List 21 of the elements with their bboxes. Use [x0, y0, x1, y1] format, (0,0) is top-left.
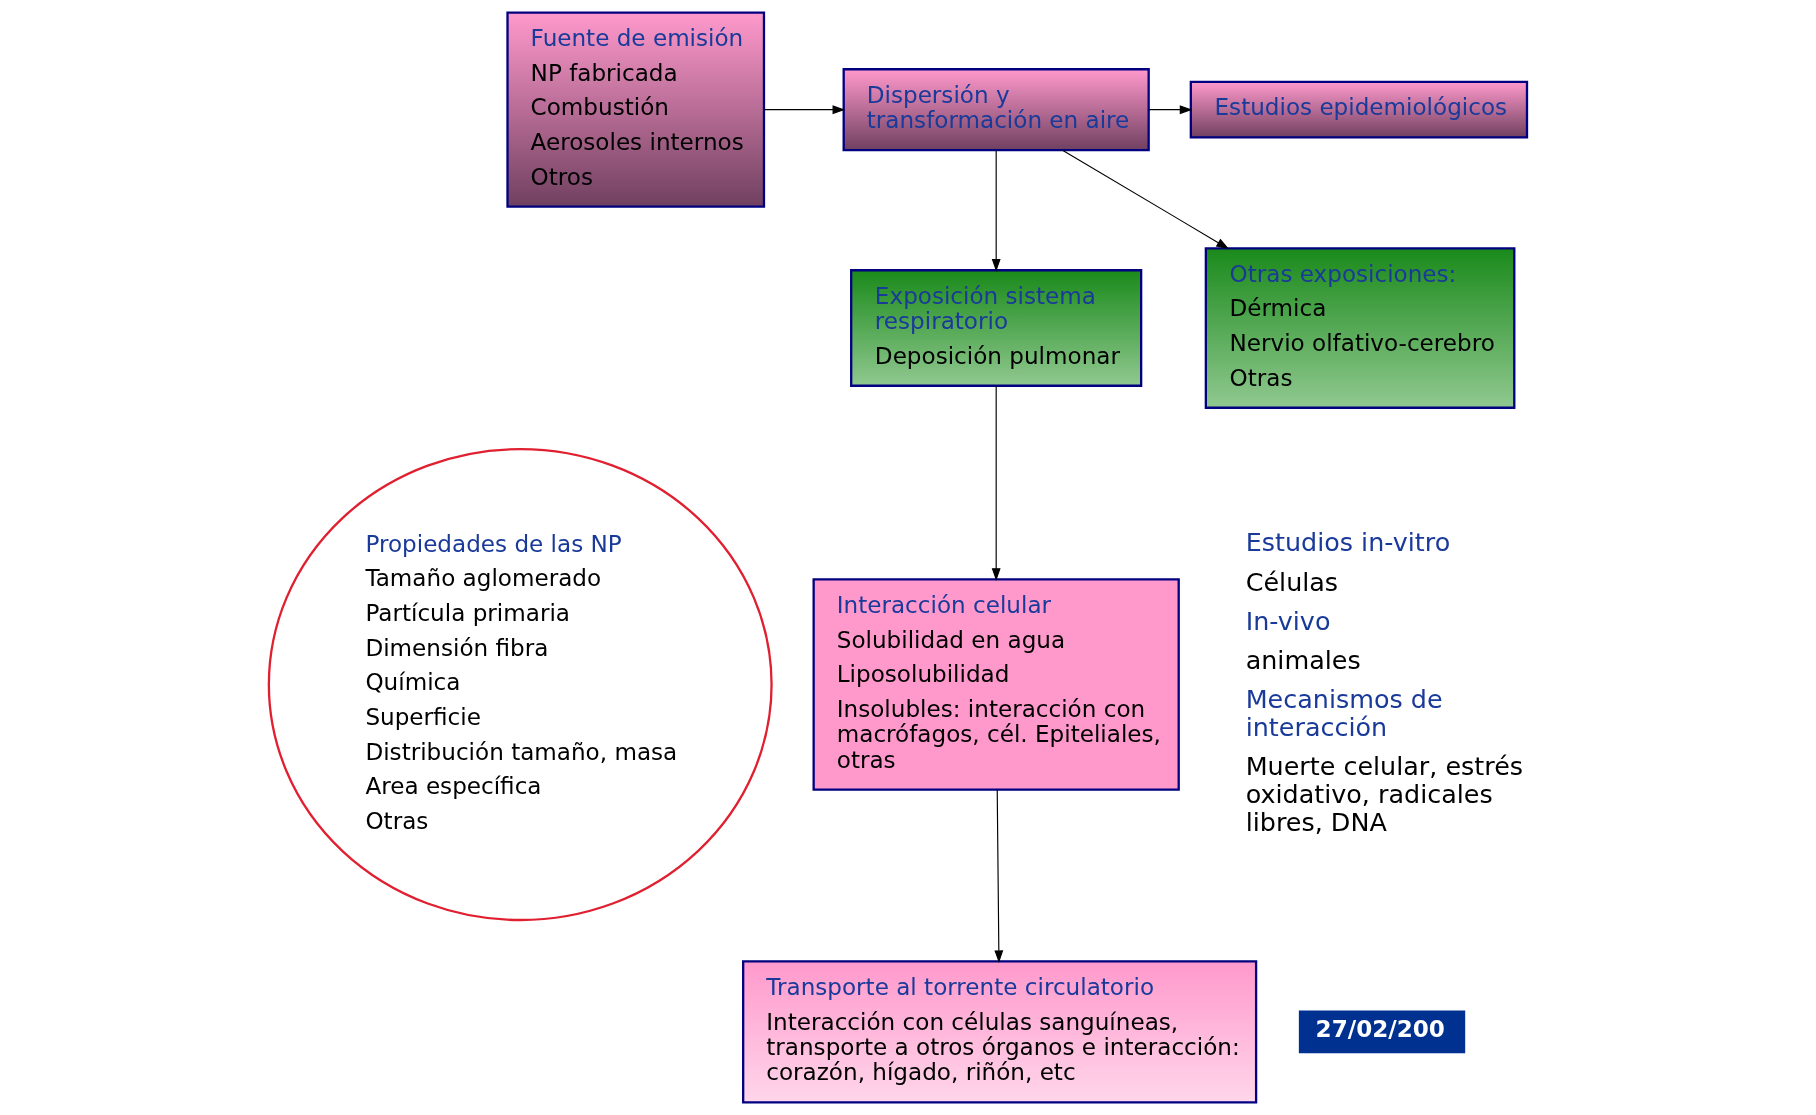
node-box: Otras exposiciones: Dérmica Nervio olfativo-cerebro Otras	[1204, 247, 1515, 409]
label: animales	[1245, 645, 1361, 676]
label: Células	[1245, 566, 1338, 597]
node-circle: Propiedades de las NP Tamaño aglomerado Partícula primaria Dimensión fibra Química Superficie Distribución tamaño, masa Area específica Otras	[267, 448, 773, 922]
label: 27/02/200	[1315, 1015, 1445, 1042]
node-box: Fuente de emisión NP fabricada Combustión Aerosoles internos Otros	[505, 11, 765, 208]
arrow	[1147, 105, 1192, 115]
node-box: Exposición sistema respiratorio Deposición pulmonar	[849, 269, 1142, 387]
node-box: Transporte al torrente circulatorio Interacción con células sanguíneas, transporte a otros órganos e interacción: corazón, hígado, riñón, etc	[741, 960, 1257, 1104]
label: Muerte celular, estrés oxidativo, radicales libres, DNA	[1245, 751, 1523, 837]
label: In-vivo	[1245, 605, 1330, 636]
node-box: Dispersión y transformación en aire	[842, 68, 1150, 152]
arrow	[993, 789, 1003, 964]
label: Estudios in-vitro	[1245, 527, 1450, 558]
node-box: Estudios epidemiológicos	[1189, 80, 1528, 139]
arrow	[1061, 149, 1229, 250]
label: Mecanismos de interacción	[1245, 684, 1443, 743]
arrow	[991, 385, 1001, 581]
arrow	[763, 105, 845, 115]
node-box: Interacción celular Solubilidad en agua Liposolubilidad Insolubles: interacción con macrófagos, cél. Epiteliales, otras	[812, 578, 1180, 791]
arrow	[991, 149, 1001, 272]
